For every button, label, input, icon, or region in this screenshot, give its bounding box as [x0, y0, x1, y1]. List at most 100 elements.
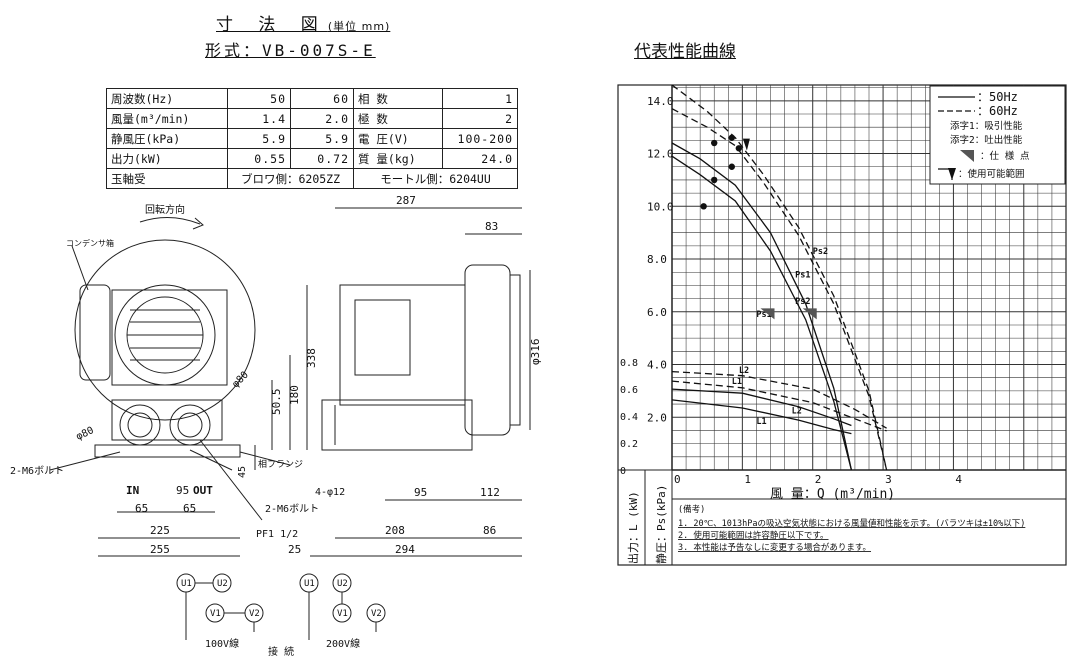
ps-tick-label: 2.0 — [647, 411, 667, 424]
spec-label-2: 電 圧(V) — [353, 128, 443, 149]
outlet-label: OUT — [193, 484, 213, 497]
curve-label-l2b: L2 — [792, 406, 802, 416]
dim-86: 86 — [483, 524, 496, 537]
series-ps2-dashed — [671, 84, 888, 471]
usable-range-point — [700, 203, 707, 210]
dim-95-side: 95 — [414, 486, 427, 499]
dim-180: 180 — [288, 385, 301, 405]
bolt-right-label: 2-M6ボルト — [265, 503, 319, 515]
x-tick-label: 2 — [815, 473, 822, 486]
ps-tick-label: 8.0 — [647, 253, 667, 266]
x-tick-label: 0 — [674, 473, 681, 486]
spec-label: 出力(kW) — [106, 148, 228, 169]
condenser-box — [79, 284, 111, 381]
ps-tick-label: 10.0 — [647, 200, 674, 213]
u2-100v-label: U2 — [217, 579, 228, 589]
motor-body-front — [111, 289, 228, 386]
motor-body-side — [339, 284, 466, 406]
spec-value-60hz: 2.0 — [290, 108, 354, 129]
dim-25: 25 — [288, 543, 301, 556]
spec-value-2: 100-200 — [442, 128, 518, 149]
bearing-row: 玉軸受 ブロワ側：6205ZZ モートル側：6204UU — [106, 168, 518, 189]
base-plate-front — [94, 444, 241, 458]
spec-value-60hz: 5.9 — [290, 128, 354, 149]
bolt-left-label: 2-M6ボルト — [10, 465, 64, 477]
spec-value-60hz: 0.72 — [290, 148, 354, 169]
usable-range-point — [728, 134, 736, 141]
dim-208: 208 — [385, 524, 405, 537]
x-tick-label: 1 — [744, 473, 751, 486]
usable-range-point — [711, 176, 718, 184]
series-l2-dashed — [671, 370, 887, 429]
inlet-port — [119, 404, 161, 446]
bearing-blower: ブロワ側：6205ZZ — [227, 168, 354, 189]
spec-value-50hz: 1.4 — [227, 108, 291, 129]
v1-200v-label: V1 — [337, 609, 348, 619]
ps-tick-label: 4.0 — [647, 359, 667, 372]
x-tick-label: 3 — [885, 473, 892, 486]
fan-cover — [114, 284, 216, 386]
phi-80-inlet: φ80 — [75, 425, 96, 443]
l-tick-label: 0.4 — [620, 412, 638, 423]
legend-spec-point: ：仕 様 点 — [980, 150, 1030, 162]
spec-label: 静風圧(kPa) — [106, 128, 228, 149]
l-tick-label: 0.8 — [620, 358, 638, 369]
base-plate-side — [321, 399, 473, 451]
usable-range-marker — [742, 138, 750, 151]
y-axis-title-ps: 静圧：Ps(kPa) — [654, 485, 668, 564]
note-2: 2. 使用可能範囲は許容静圧以下です。 — [678, 530, 829, 541]
curve-label-ps1a: Ps1 — [795, 271, 810, 281]
legend-suffix1: 添字1：吸引性能 — [950, 120, 1023, 132]
curve-label-l1b: L1 — [756, 417, 766, 427]
u2-200v-label: U2 — [337, 579, 348, 589]
dim-83: 83 — [485, 220, 498, 233]
wiring-connection-label: 接 続 — [268, 645, 294, 658]
notes-title: (備考) — [678, 504, 705, 515]
dim-65-right: 65 — [183, 502, 196, 515]
series-ps2-solid — [671, 142, 853, 471]
legend-usable-range: ：使用可能範囲 — [958, 168, 1025, 180]
dim-287: 287 — [396, 195, 416, 207]
curve-label-ps2b: Ps2 — [795, 297, 810, 307]
legend-60hz: ：60Hz — [977, 104, 1018, 118]
spec-label-2: 質 量(kg) — [353, 148, 443, 169]
condenser-box-label: コンデンサ箱 — [66, 238, 114, 248]
hole-label: 4-φ12 — [315, 487, 345, 498]
drawing-title-text: 寸 法 図 — [216, 15, 328, 35]
phi-316: φ316 — [529, 339, 542, 366]
spec-label: 風量(m³/min) — [106, 108, 228, 129]
series-ps1-solid — [671, 155, 853, 471]
chart-title: 代表性能曲線 — [634, 42, 736, 62]
inlet-label: IN — [126, 484, 139, 497]
usable-range-point — [728, 163, 736, 170]
v2-200v-label: V2 — [371, 609, 382, 619]
curve-label-ps2: Ps2 — [813, 247, 828, 257]
curve-label-ps1b: Ps1 — [756, 310, 771, 320]
port-housing — [111, 399, 223, 441]
curve-label-l2a: L2 — [739, 366, 749, 376]
dim-255: 255 — [150, 543, 170, 556]
wiring-200v-label: 200V線 — [326, 637, 360, 650]
y-axis-title-l: 出力：L (kW) — [626, 491, 640, 564]
spec-label-2: 極 数 — [353, 108, 443, 129]
drawing-title: 寸 法 図(単位 mm) — [216, 10, 390, 35]
spec-value-60hz: 60 — [290, 88, 354, 109]
wiring-100v-label: 100V線 — [205, 637, 239, 650]
drawing-unit: (単位 mm) — [327, 20, 391, 33]
dim-338: 338 — [305, 348, 318, 368]
x-axis-title: 風 量：Q (m³/min) — [770, 487, 895, 502]
spec-point-icon — [960, 150, 974, 162]
bearing-motor: モートル側：6204UU — [353, 168, 518, 189]
rotation-direction-label: 回転方向 — [145, 203, 185, 216]
legend-50hz: ：50Hz — [977, 90, 1018, 104]
dimension-drawing: 回転方向 コンデンサ箱 287 83 338 180 50.5 45 φ80 φ… — [10, 195, 542, 658]
spec-value-2: 1 — [442, 88, 518, 109]
usable-range-point — [711, 139, 718, 147]
spec-value-50hz: 0.55 — [227, 148, 291, 169]
l-tick-label: 0.6 — [620, 385, 638, 396]
ps-tick-label: 14.0 — [647, 95, 674, 108]
bearing-label: 玉軸受 — [106, 168, 228, 189]
